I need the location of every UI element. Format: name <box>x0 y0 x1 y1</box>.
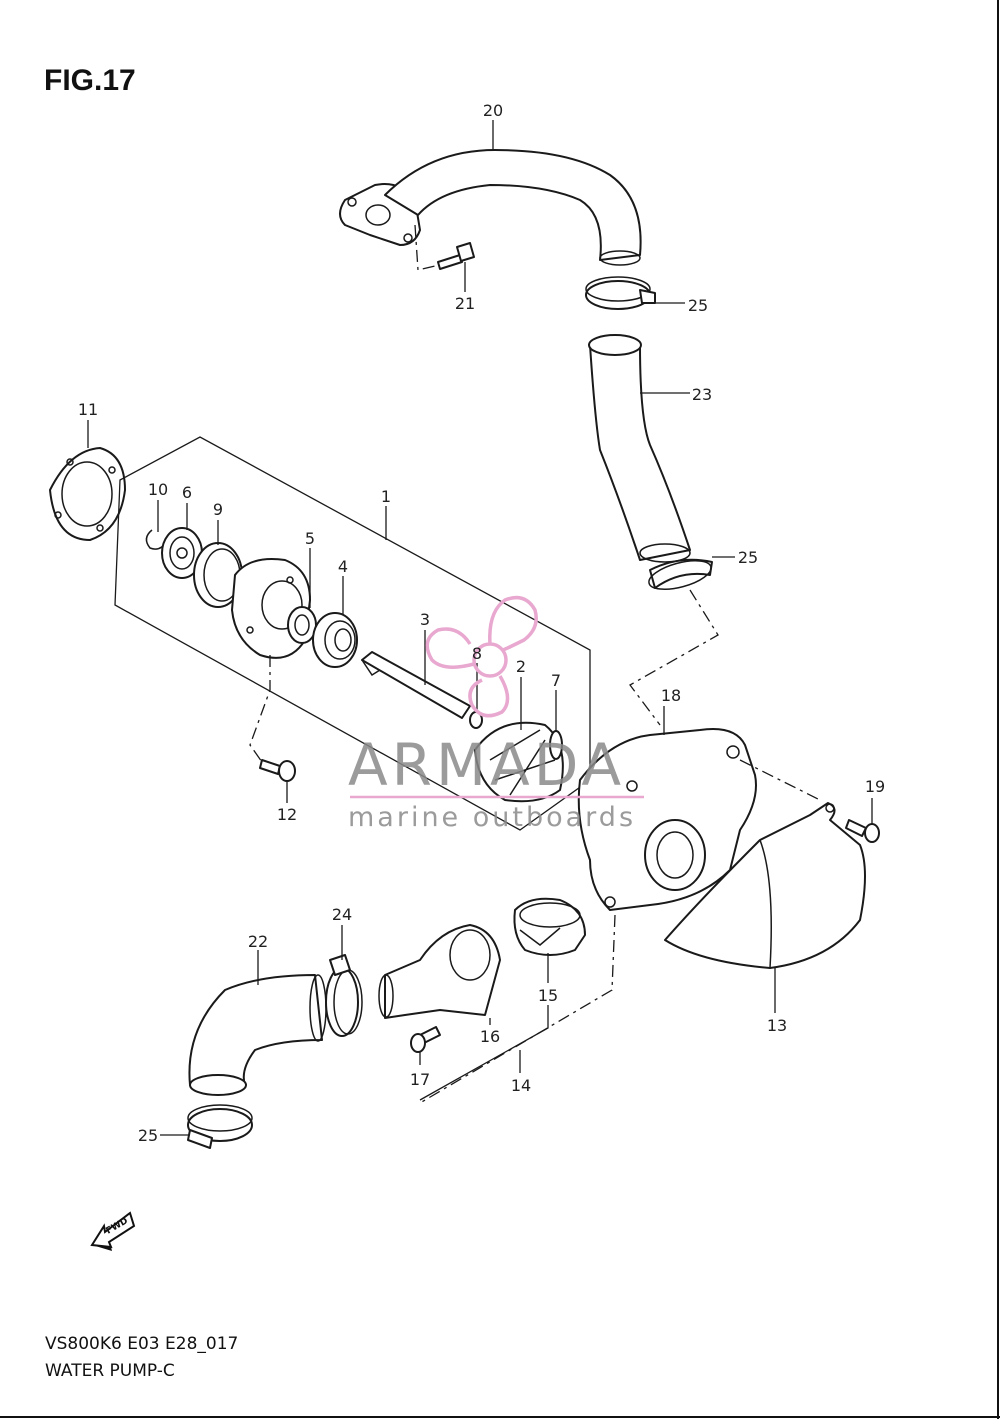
callout-24: 24 <box>332 905 352 924</box>
centerline-14 <box>419 914 616 1104</box>
callout-15: 15 <box>538 986 558 1005</box>
part-3-shaft[interactable] <box>361 651 471 719</box>
figure-title: FIG.17 <box>44 64 136 97</box>
part-23-hose[interactable] <box>588 334 691 563</box>
callout-10: 10 <box>148 480 168 499</box>
callout-7: 7 <box>551 671 561 690</box>
part-19-bolt[interactable] <box>845 819 880 843</box>
callout-25-bottom: 25 <box>138 1126 158 1145</box>
part-4-mechanical-seal[interactable] <box>312 612 358 668</box>
callout-23: 23 <box>692 385 712 404</box>
callout-16: 16 <box>480 1027 500 1046</box>
callout-19: 19 <box>865 777 885 796</box>
centerline-23-18 <box>629 589 719 726</box>
watermark-tagline: marine outboards <box>348 802 636 833</box>
diagram-code: VS800K6 E03 E28_017 <box>45 1334 238 1354</box>
callout-14: 14 <box>511 1076 531 1095</box>
part-18-pump-cover[interactable] <box>577 728 757 911</box>
part-12-bolt[interactable] <box>259 759 296 782</box>
callout-3: 3 <box>420 610 430 629</box>
callout-5: 5 <box>305 529 315 548</box>
part-6-bearing[interactable] <box>161 527 203 579</box>
callout-12: 12 <box>277 805 297 824</box>
callout-21: 21 <box>455 294 475 313</box>
fwd-arrow-icon: FWD <box>90 1211 136 1251</box>
callout-9: 9 <box>213 500 223 519</box>
callout-2: 2 <box>516 657 526 676</box>
callout-13: 13 <box>767 1016 787 1035</box>
centerline-19 <box>739 759 821 801</box>
part-2-impeller[interactable] <box>474 721 564 803</box>
part-25-clamp-top[interactable] <box>585 276 656 310</box>
callout-11: 11 <box>78 400 98 419</box>
part-5-ring[interactable] <box>287 606 317 644</box>
centerline-12 <box>249 655 271 763</box>
callout-25-top: 25 <box>688 296 708 315</box>
part-16-thermostat-cover[interactable] <box>378 924 501 1019</box>
part-13-cover[interactable] <box>664 802 866 969</box>
callout-18: 18 <box>661 686 681 705</box>
callout-numbers: 20 21 25 23 25 11 10 6 9 1 5 4 3 8 2 7 1… <box>78 101 885 1145</box>
callout-6: 6 <box>182 483 192 502</box>
callout-1: 1 <box>381 487 391 506</box>
centerline-21 <box>414 224 436 271</box>
part-17-bolt[interactable] <box>410 1026 441 1053</box>
diagram-name: WATER PUMP-C <box>45 1361 175 1381</box>
part-25-clamp-bottom[interactable] <box>187 1104 253 1149</box>
part-21-bolt[interactable] <box>437 242 475 270</box>
watermark-brand: ARMADA <box>348 731 625 799</box>
watermark-propeller-logo <box>425 595 538 718</box>
part-11-gasket[interactable] <box>49 447 126 541</box>
callout-4: 4 <box>338 557 348 576</box>
part-20-upper-pipe[interactable] <box>339 149 642 266</box>
callout-20: 20 <box>483 101 503 120</box>
callout-22: 22 <box>248 932 268 951</box>
part-15-thermostat[interactable] <box>513 897 586 956</box>
callout-25-middle: 25 <box>738 548 758 567</box>
watermark: ARMADA marine outboards <box>348 595 644 833</box>
part-22-hose[interactable] <box>188 974 327 1096</box>
callout-8: 8 <box>472 644 482 663</box>
part-24-clamp[interactable] <box>325 954 363 1037</box>
part-25-clamp-middle[interactable] <box>646 555 714 595</box>
callout-17: 17 <box>410 1070 430 1089</box>
leader-lines <box>87 120 873 1136</box>
